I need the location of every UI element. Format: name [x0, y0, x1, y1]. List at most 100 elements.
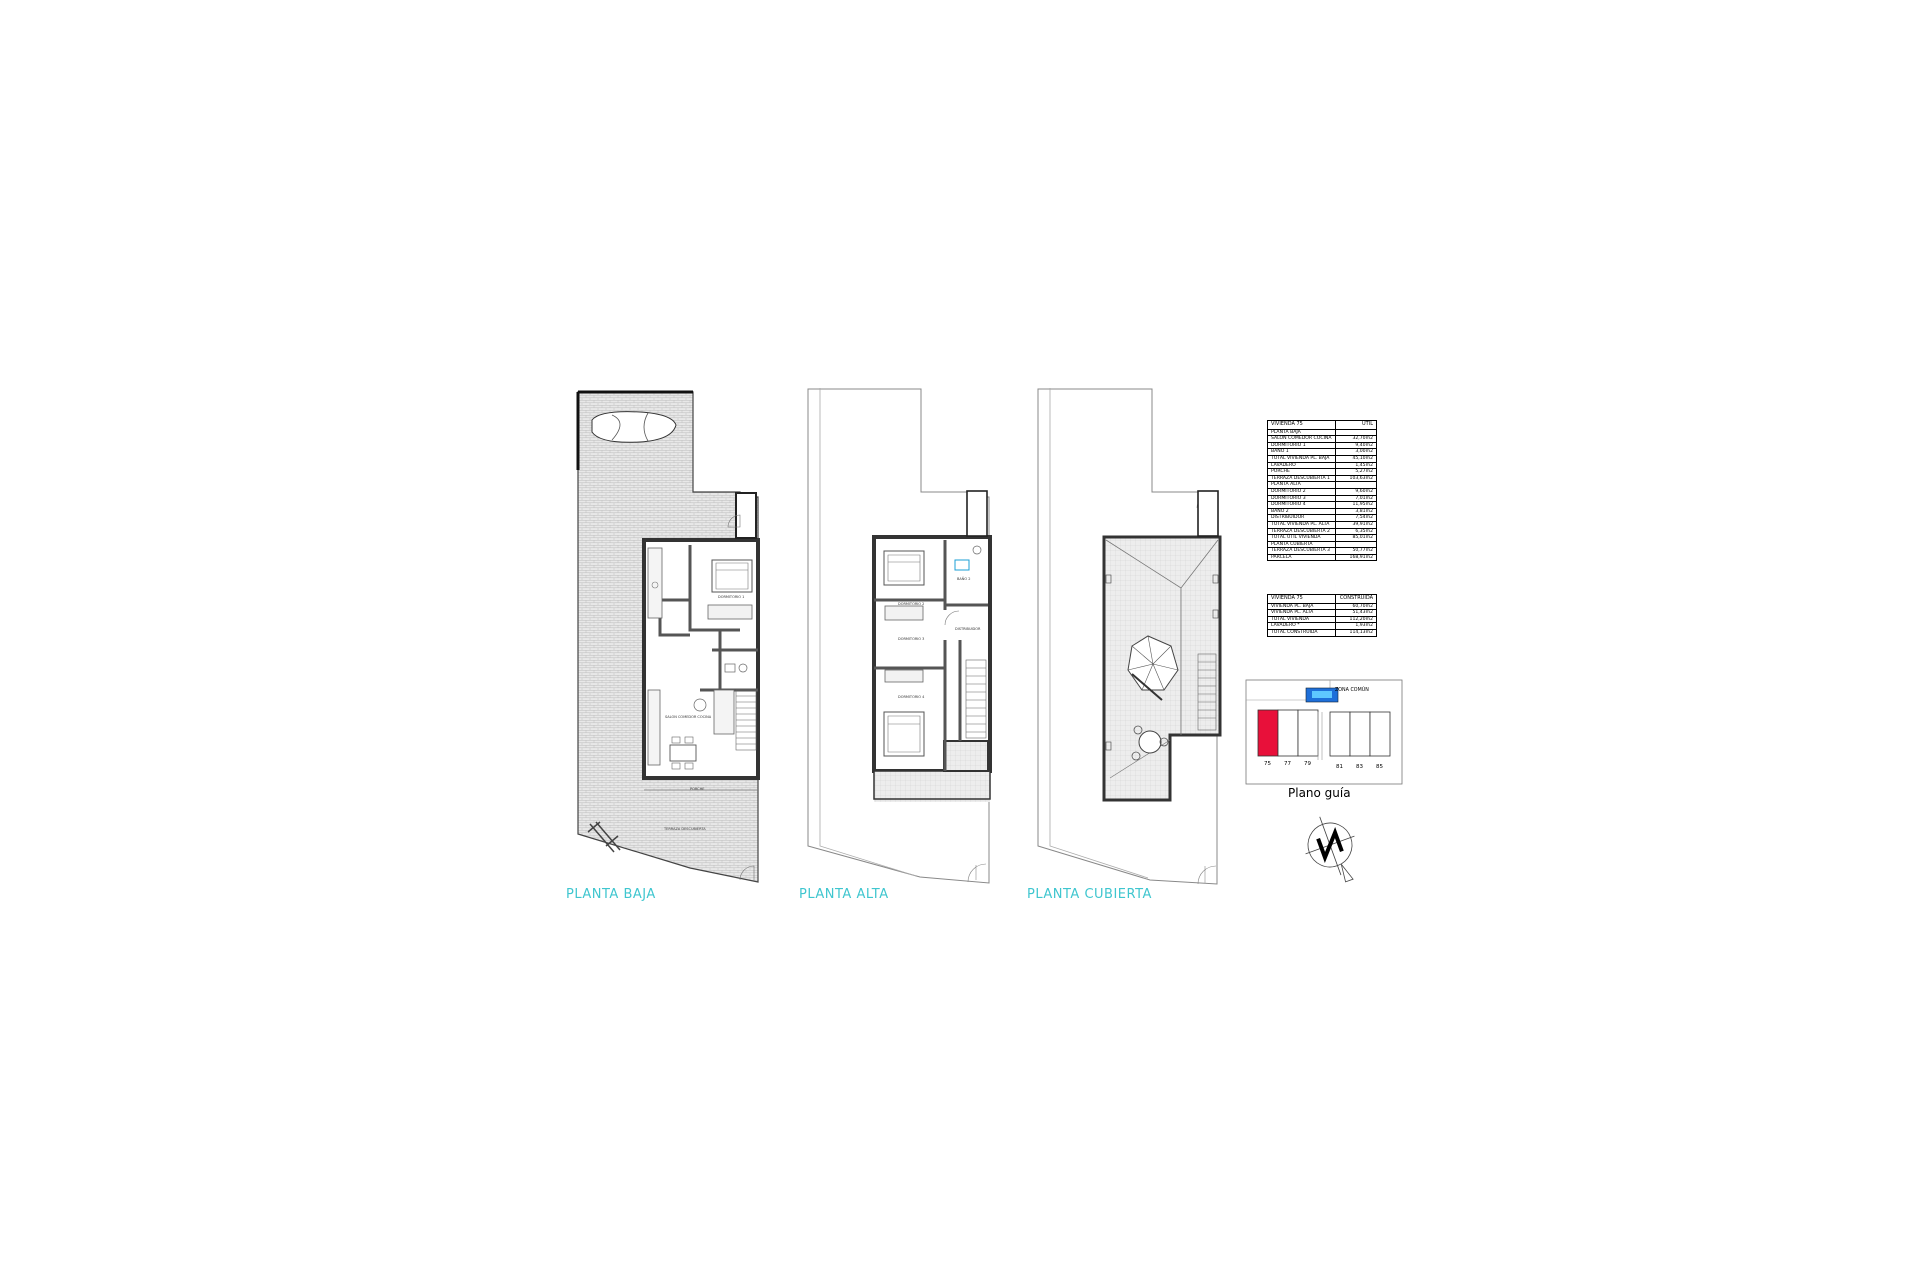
row-value: 60,70m2 [1335, 603, 1377, 611]
plot-number: 79 [1304, 761, 1311, 767]
svg-text:DORMITORIO 3: DORMITORIO 3 [898, 637, 924, 641]
row-label: TERRAZA DESCUBIERTA 2 [1267, 528, 1336, 536]
row-value: 51,43m2 [1335, 609, 1377, 617]
row-value: 45,10m2 [1335, 455, 1377, 463]
roof-plan [1037, 388, 1222, 885]
row-label: TERRAZA DESCUBIERTA 3 [1267, 547, 1336, 555]
row-value [1335, 481, 1377, 489]
bed-icon [883, 550, 925, 586]
row-value: 112,20m2 [1335, 616, 1377, 624]
plot-number: 77 [1284, 761, 1291, 767]
row-value: 85,01m2 [1335, 534, 1377, 542]
stairs-icon [735, 689, 757, 751]
plot-75-highlight [1257, 709, 1279, 757]
row-value: 168,91m2 [1335, 554, 1377, 562]
plan-label-roof: PLANTA CUBIERTA [1027, 887, 1152, 902]
row-label: LAVADERO [1267, 462, 1336, 470]
table-row: PLANTA BAJA [1267, 429, 1377, 437]
row-label: BAÑO 1 [1267, 448, 1336, 456]
site-guide-plan [1245, 679, 1403, 785]
row-label: LAVADERO * [1267, 622, 1336, 630]
row-value: 7,54m2 [1335, 514, 1377, 522]
row-label: TOTAL ÚTIL VIVIENDA [1267, 534, 1336, 542]
plot-number: 75 [1264, 761, 1271, 767]
common-zone-label: ZONA COMÚN [1335, 688, 1369, 693]
row-value: 103,63m2 [1335, 475, 1377, 483]
north-arrow-icon [1305, 816, 1355, 883]
table-header-right: ÚTIL [1335, 420, 1377, 430]
outdoor-table-icon [1131, 725, 1169, 761]
row-label: TOTAL VIVIENDA [1267, 616, 1336, 624]
row-label: SALON COMEDOR COCINA [1267, 435, 1336, 443]
row-label: DORMITORIO 4 [1267, 501, 1336, 509]
row-label: PLANTA CUBIERTA [1267, 541, 1336, 549]
svg-text:TERRAZA DESCUBIERTA: TERRAZA DESCUBIERTA [663, 827, 706, 831]
parasol-icon [1127, 635, 1179, 691]
bed-icon [883, 711, 925, 757]
svg-text:DORMITORIO 4: DORMITORIO 4 [898, 695, 925, 699]
table-row: LAVADERO *1,93m2 [1267, 622, 1377, 630]
row-value: 9,40m2 [1335, 442, 1377, 450]
row-label: PARCELA [1267, 554, 1336, 562]
row-value: 3,00m2 [1335, 448, 1377, 456]
plot-number: 83 [1356, 764, 1363, 770]
row-value [1335, 541, 1377, 549]
row-value: 32,70m2 [1335, 435, 1377, 443]
row-value: 9,60m2 [1335, 488, 1377, 496]
svg-text:DORMITORIO 2: DORMITORIO 2 [898, 602, 924, 606]
row-label: DORMITORIO 3 [1267, 495, 1336, 503]
stairs-icon [1197, 653, 1217, 731]
row-value: 6,35m2 [1335, 528, 1377, 536]
svg-text:BAÑO 2: BAÑO 2 [957, 576, 971, 581]
row-value: 1,93m2 [1335, 622, 1377, 630]
plot-number: 81 [1336, 764, 1343, 770]
row-value: 114,13m2 [1335, 629, 1377, 637]
row-label: BAÑO 2 [1267, 508, 1336, 516]
row-label: TOTAL CONSTRUIDA [1267, 629, 1336, 637]
dining-table-icon [669, 744, 697, 762]
table-row: PLANTA ALTA [1267, 481, 1377, 489]
svg-text:DORMITORIO 1: DORMITORIO 1 [718, 595, 744, 599]
bed-icon [711, 559, 753, 593]
table-header-right: CONSTRUIDA [1335, 594, 1377, 604]
row-label: PLANTA BAJA [1267, 429, 1336, 437]
row-label: VIVIENDA PL. BAJA [1267, 603, 1336, 611]
row-label: TOTAL VIVIENDA PL. ALTA [1267, 521, 1336, 529]
table-row: PLANTA CUBIERTA [1267, 541, 1377, 549]
row-label: DISTRIBUIDOR [1267, 514, 1336, 522]
guide-plan-title: Plano guía [1288, 786, 1351, 800]
plan-label-upper: PLANTA ALTA [799, 887, 889, 902]
svg-text:SALON COMEDOR COCINA: SALON COMEDOR COCINA [665, 715, 712, 719]
row-value: 11,95m2 [1335, 501, 1377, 509]
car-icon [591, 411, 677, 443]
row-label: VIVIENDA PL. ALTA [1267, 609, 1336, 617]
lounger-icon [587, 821, 621, 853]
svg-text:PORCHE: PORCHE [690, 787, 704, 791]
stairs-icon [965, 659, 987, 739]
row-value [1335, 429, 1377, 437]
row-value: 39,91m2 [1335, 521, 1377, 529]
row-label: TOTAL VIVIENDA PL. BAJA [1267, 455, 1336, 463]
plan-label-ground: PLANTA BAJA [566, 887, 656, 902]
row-label: TERRAZA DESCUBIERTA 1 [1267, 475, 1336, 483]
row-value: 3,81m2 [1335, 508, 1377, 516]
